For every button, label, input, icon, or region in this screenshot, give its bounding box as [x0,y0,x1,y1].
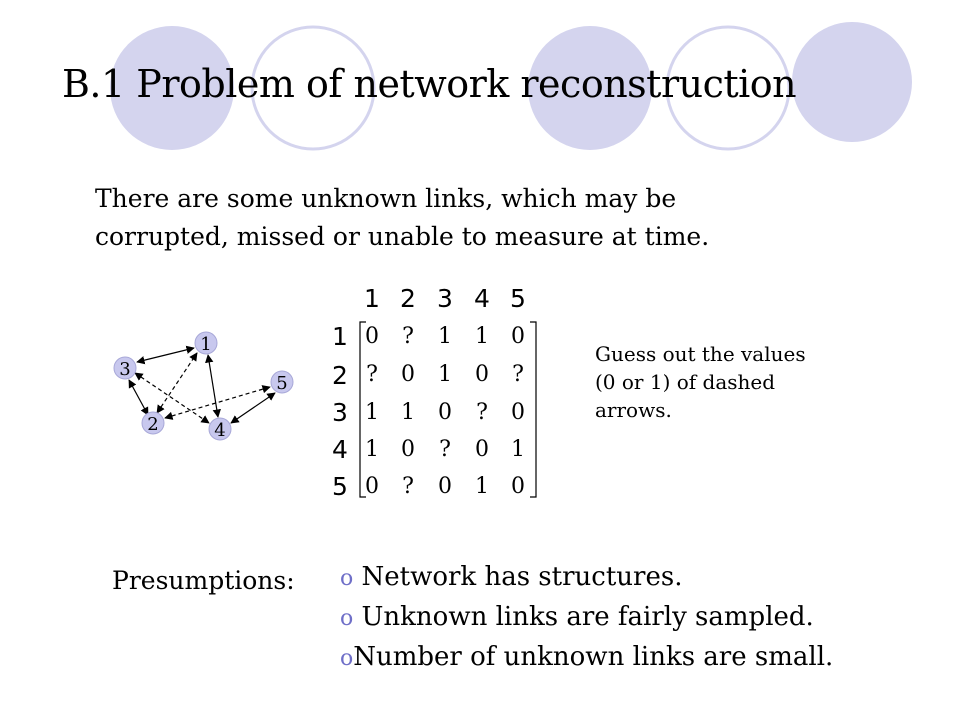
matrix-cell: ? [402,474,414,499]
intro-text: There are some unknown links, which may … [95,180,815,256]
matrix-cell: 0 [475,362,489,387]
deco-circle-filled [792,22,912,142]
matrix-col-label: 3 [437,284,453,313]
matrix-cell: 0 [401,437,415,462]
guess-note-line: arrows. [595,398,672,422]
bullet-mark: o [340,646,354,671]
presumptions-label: Presumptions: [112,566,295,595]
matrix-row-label: 5 [332,472,348,501]
slide-title: B.1 Problem of network reconstruction [62,62,797,106]
matrix-cell: 0 [475,437,489,462]
svg-text:4: 4 [214,420,225,441]
matrix-col-label: 5 [510,284,526,313]
matrix-cell: 0 [438,474,452,499]
presumptions-list: o Network has structures. o Unknown link… [340,558,833,678]
deco-circle-ring [665,25,791,151]
matrix-row-label: 3 [332,398,348,427]
presumption-item: oNumber of unknown links are small. [340,638,833,678]
matrix-cell: ? [512,362,524,387]
matrix-row-label: 2 [332,361,348,390]
matrix-cell: 1 [438,362,452,387]
guess-note-line: Guess out the values [595,342,806,366]
svg-text:5: 5 [276,373,287,394]
bullet-mark: o [340,566,354,591]
matrix-right-bracket [530,321,537,498]
svg-text:1: 1 [200,334,211,355]
node-2: 2 [141,411,165,435]
matrix-cell: 0 [438,400,452,425]
intro-line: There are some unknown links, which may … [95,184,677,213]
matrix-row-label: 1 [332,322,348,351]
matrix-cell: 1 [475,474,489,499]
decorative-circles [110,22,912,151]
matrix-left-bracket [359,321,366,498]
guess-note-line: (0 or 1) of dashed [595,370,776,394]
matrix-cell: 0 [365,324,379,349]
presumption-item: o Network has structures. [340,558,833,598]
node-4: 4 [208,417,232,441]
matrix-row-label: 4 [332,435,348,464]
presumption-item: o Unknown links are fairly sampled. [340,598,833,638]
deco-circle-ring [250,25,376,151]
presumption-text: Number of unknown links are small. [353,642,834,672]
matrix-cell: ? [402,324,414,349]
solid-link-1-4 [205,354,221,418]
matrix-cell: ? [439,437,451,462]
matrix-col-label: 1 [364,284,380,313]
network-graph: 1 3 5 2 4 [113,331,294,441]
svg-text:2: 2 [147,414,158,435]
matrix-cell: 1 [401,400,415,425]
matrix-cell: 0 [511,400,525,425]
matrix-cell: 1 [365,437,379,462]
matrix-cell: 1 [511,437,525,462]
node-1: 1 [194,331,218,355]
matrix-col-label: 4 [474,284,490,313]
bullet-mark: o [340,606,354,631]
solid-link-3-1 [136,345,195,365]
presumption-text: Network has structures. [353,562,683,592]
guess-note: Guess out the values (0 or 1) of dashed … [595,340,855,424]
matrix-cell: 0 [511,324,525,349]
dashed-link-2-1 [156,352,198,414]
deco-circle-filled [110,26,234,150]
node-3: 3 [113,356,137,380]
intro-line: corrupted, missed or unable to measure a… [95,222,710,251]
solid-link-4-5 [230,392,276,424]
matrix-cell: 1 [438,324,452,349]
matrix-cell: 1 [475,324,489,349]
matrix-cell: ? [476,400,488,425]
dashed-link-2-5 [164,385,271,420]
deco-circle-filled [528,26,652,150]
matrix-cell: 1 [365,400,379,425]
svg-text:3: 3 [119,359,130,380]
matrix-cell: ? [366,362,378,387]
solid-link-3-2 [128,379,149,416]
matrix-cell: 0 [365,474,379,499]
presumption-text: Unknown links are fairly sampled. [353,602,814,632]
matrix-cell: 0 [401,362,415,387]
node-5: 5 [270,370,294,394]
matrix-cell: 0 [511,474,525,499]
matrix-col-label: 2 [400,284,416,313]
